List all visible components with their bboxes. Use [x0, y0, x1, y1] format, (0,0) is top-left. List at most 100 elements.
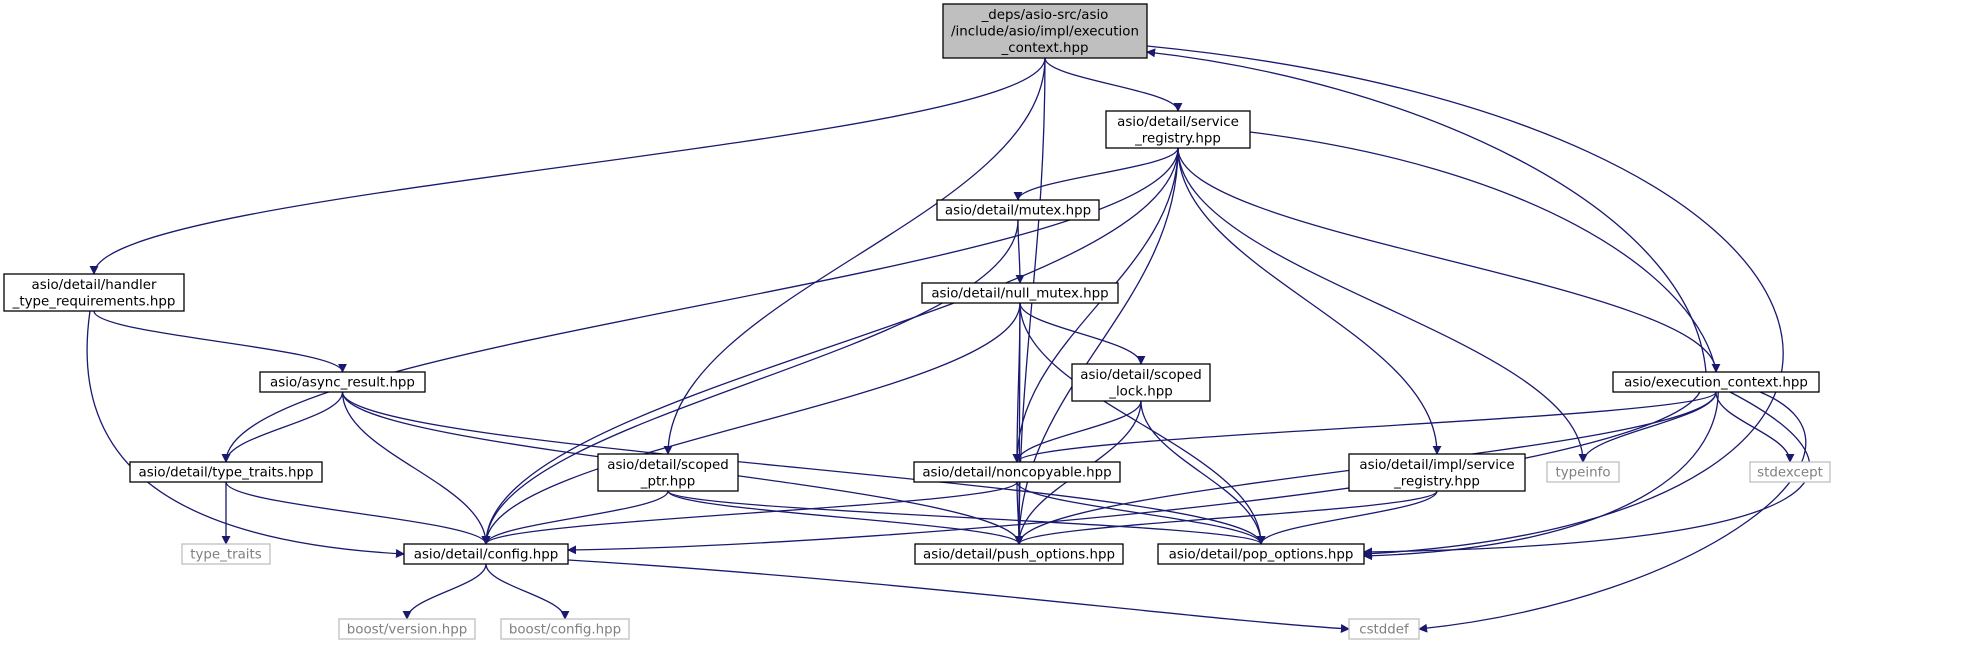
edge-execution_context-to-config [567, 391, 1701, 555]
edge-null_mutex-to-noncopyable [1012, 302, 1022, 463]
edge-execution_context-to-pop_options [1363, 391, 1811, 557]
edge-async_result-to-type_traits_hpp [221, 391, 344, 463]
node-box [597, 453, 739, 492]
node-box [1546, 461, 1620, 483]
edge-service_registry-to-mutex [1013, 147, 1179, 201]
node-label: asio/detail/push_options.hpp [923, 548, 1115, 563]
node-handler_type_req[interactable]: asio/detail/handler_type_requirements.hp… [3, 273, 185, 312]
node-box [913, 461, 1121, 483]
node-config[interactable]: asio/detail/config.hpp [403, 543, 569, 565]
edge-root-to-handler_type_req [89, 57, 1046, 275]
node-scoped_lock[interactable]: asio/detail/scoped_lock.hpp [1071, 363, 1211, 402]
edge-config-to-boost_version [402, 563, 487, 620]
edge-service_registry-to-impl_service_registry [1177, 147, 1442, 455]
edge-mutex-to-null_mutex [1015, 219, 1025, 284]
node-box [1348, 618, 1420, 640]
node-box [942, 3, 1148, 59]
edge-service_registry-to-pop_options [1249, 131, 1719, 561]
node-label: asio/detail/handler [32, 278, 157, 293]
node-label: boost/version.hpp [347, 623, 467, 638]
node-label: asio/detail/scoped [607, 458, 729, 473]
node-box [500, 618, 630, 640]
edge-impl_service_registry-to-push_options [1014, 490, 1438, 545]
edge-scoped_ptr-to-push_options [667, 490, 1024, 545]
node-label: asio/detail/noncopyable.hpp [922, 466, 1111, 481]
node-label: _registry.hpp [1393, 474, 1480, 489]
node-label: asio/async_result.hpp [270, 376, 415, 391]
node-box [129, 461, 323, 483]
edge-config-to-boost_config [485, 563, 570, 620]
edge-execution_context-to-stdexcept [1715, 391, 1795, 463]
node-box [338, 618, 476, 640]
edge-null_mutex-to-scoped_lock [1019, 302, 1146, 365]
node-label: asio/detail/pop_options.hpp [1169, 548, 1354, 563]
node-label: type_traits [190, 548, 262, 563]
node-execution_context[interactable]: asio/execution_context.hpp [1612, 371, 1820, 393]
node-type_traits: type_traits [181, 543, 271, 565]
edge-service_registry-to-config [481, 147, 1179, 545]
node-label: asio/detail/config.hpp [414, 548, 558, 563]
node-label: _registry.hpp [1134, 131, 1221, 146]
edge-root-to-service_registry [1044, 57, 1183, 112]
node-box [914, 543, 1124, 565]
edge-scoped_lock-to-noncopyable [1012, 400, 1142, 463]
node-label: _lock.hpp [1108, 384, 1172, 399]
node-mutex[interactable]: asio/detail/mutex.hpp [936, 199, 1100, 221]
edge-async_result-to-config [341, 391, 491, 545]
node-label: asio/execution_context.hpp [1624, 376, 1808, 391]
edge-execution_context-to-noncopyable [1012, 391, 1717, 463]
edge-scoped_lock-to-pop_options [1140, 400, 1266, 545]
node-box [1749, 461, 1831, 483]
node-root[interactable]: _deps/asio-src/asio/include/asio/impl/ex… [942, 3, 1148, 59]
edge-config-to-cstddef [567, 559, 1350, 634]
node-impl_service_registry[interactable]: asio/detail/impl/service_registry.hpp [1348, 453, 1526, 492]
edge-type_traits_hpp-to-config [225, 481, 491, 545]
node-type_traits_hpp[interactable]: asio/detail/type_traits.hpp [129, 461, 323, 483]
edge-service_registry-to-noncopyable [1012, 147, 1179, 463]
node-label: _deps/asio-src/asio [981, 8, 1109, 23]
node-label: asio/detail/impl/service [1359, 458, 1514, 473]
node-box [936, 199, 1100, 221]
edge-async_result-to-pop_options [341, 391, 1266, 545]
node-scoped_ptr[interactable]: asio/detail/scoped_ptr.hpp [597, 453, 739, 492]
node-label: _context.hpp [1001, 41, 1089, 56]
edge-mutex-to-config [481, 219, 1019, 545]
edge-root-to-scoped_ptr [663, 57, 1046, 455]
node-label: boost/config.hpp [509, 623, 621, 638]
edge-noncopyable-to-config [481, 481, 1018, 545]
node-boost_version: boost/version.hpp [338, 618, 476, 640]
node-async_result[interactable]: asio/async_result.hpp [259, 371, 426, 393]
edge-noncopyable-to-pop_options [1016, 481, 1266, 545]
edge-execution_context-to-root [1146, 48, 1707, 373]
node-label: _ptr.hpp [640, 474, 695, 489]
node-push_options[interactable]: asio/detail/push_options.hpp [914, 543, 1124, 565]
node-stdexcept: stdexcept [1749, 461, 1831, 483]
node-service_registry[interactable]: asio/detail/service_registry.hpp [1105, 110, 1251, 149]
node-box [403, 543, 569, 565]
node-box [1071, 363, 1211, 402]
edge-scoped_ptr-to-pop_options [667, 490, 1266, 545]
node-label: typeinfo [1555, 466, 1610, 481]
edge-execution_context-to-typeinfo [1578, 391, 1717, 463]
edge-null_mutex-to-config [481, 302, 1021, 545]
node-pop_options[interactable]: asio/detail/pop_options.hpp [1157, 543, 1365, 565]
edge-impl_service_registry-to-pop_options [1256, 490, 1438, 545]
node-box [921, 282, 1119, 304]
node-noncopyable[interactable]: asio/detail/noncopyable.hpp [913, 461, 1121, 483]
edge-service_registry-to-type_traits_hpp [221, 147, 1179, 463]
node-label: cstddef [1359, 623, 1409, 638]
node-typeinfo: typeinfo [1546, 461, 1620, 483]
node-label: asio/detail/service [1117, 115, 1239, 130]
edge-service_registry-to-execution_context [1177, 147, 1721, 373]
node-cstddef: cstddef [1348, 618, 1420, 640]
node-null_mutex[interactable]: asio/detail/null_mutex.hpp [921, 282, 1119, 304]
node-box [1348, 453, 1526, 492]
node-label: asio/detail/type_traits.hpp [138, 466, 313, 481]
edge-handler_type_req-to-config [86, 310, 405, 559]
node-box [3, 273, 185, 312]
edge-scoped_ptr-to-config [481, 490, 669, 545]
edge-handler_type_req-to-async_result [93, 310, 347, 373]
node-label: stdexcept [1757, 466, 1823, 481]
node-label: asio/detail/scoped [1080, 368, 1202, 383]
